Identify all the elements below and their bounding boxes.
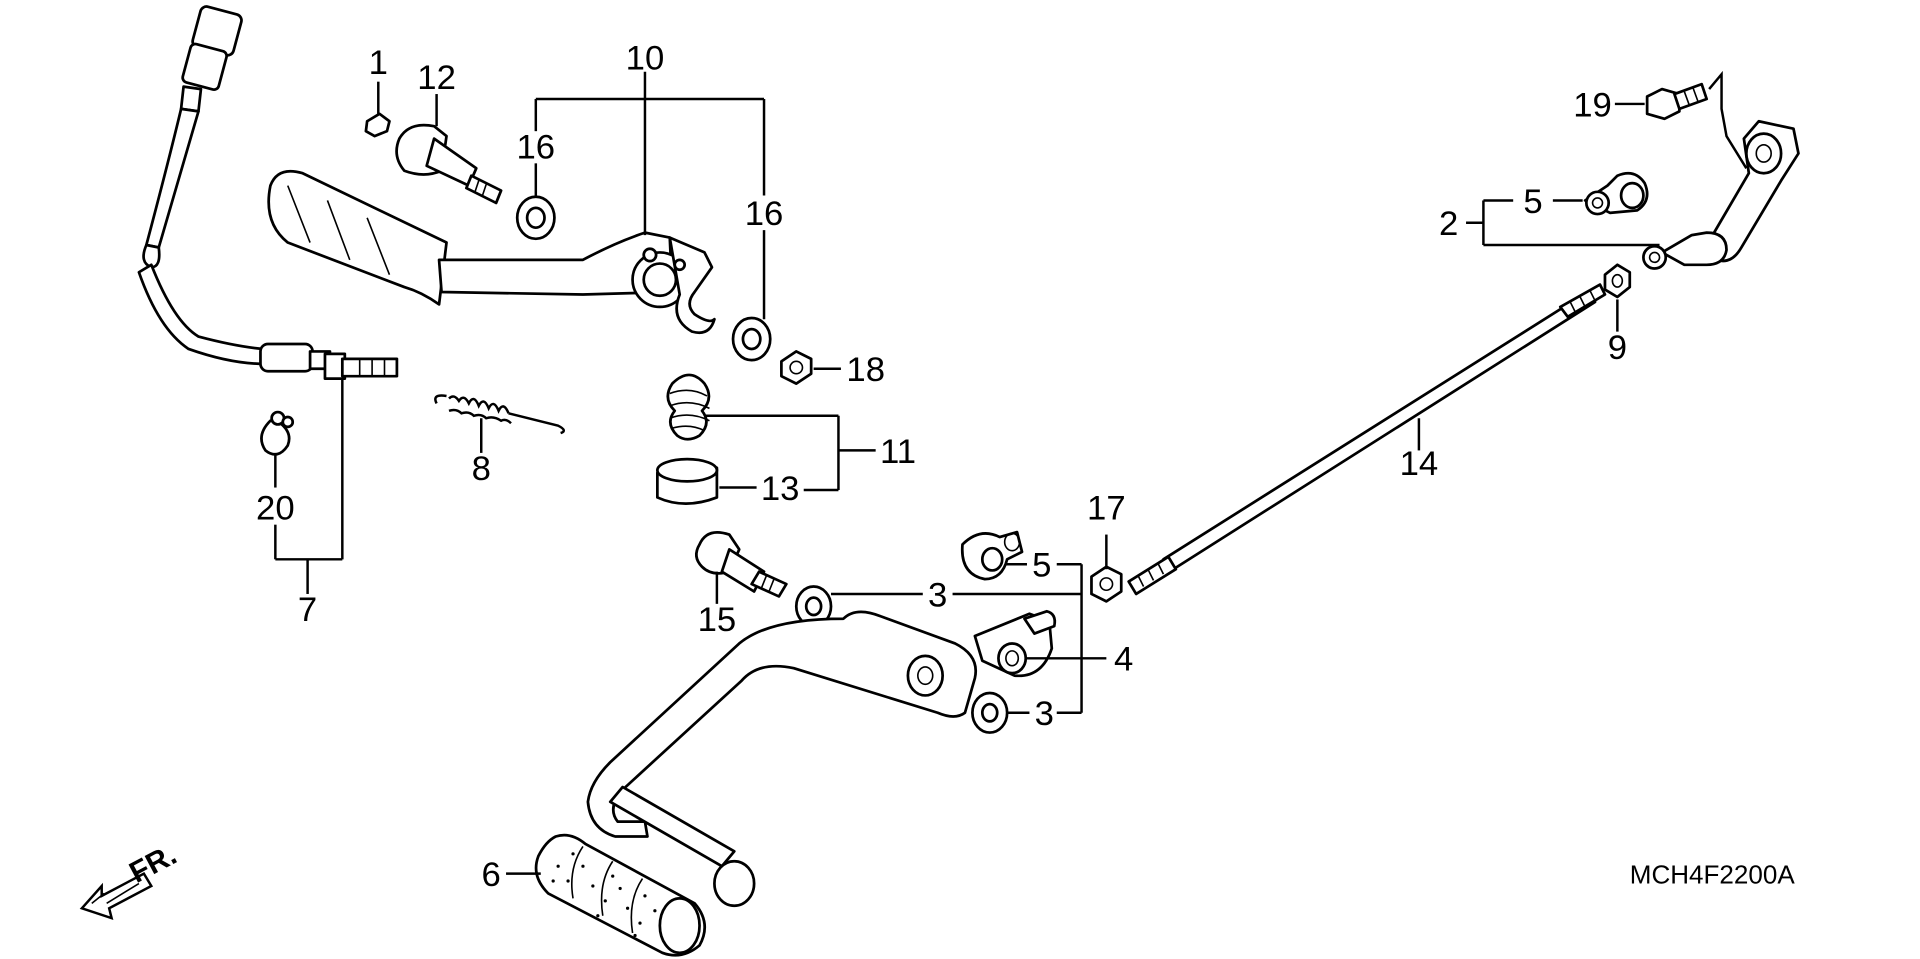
callout-11: 11 — [880, 433, 916, 471]
callout-13: 13 — [761, 470, 800, 508]
nut-17-part[interactable] — [1090, 565, 1123, 603]
rod-14-part[interactable] — [1127, 283, 1607, 596]
callout-18: 18 — [846, 351, 885, 389]
washer-3b-part[interactable] — [971, 691, 1009, 734]
nut-9-part[interactable] — [1603, 263, 1632, 299]
callout-12: 12 — [417, 59, 456, 97]
callout-labels: 1 2 3 3 4 5 5 6 7 8 9 10 11 12 13 14 15 … — [256, 39, 1627, 894]
front-arrow-icon — [79, 871, 154, 921]
spring-11-part[interactable] — [666, 373, 711, 441]
bolt-12-part[interactable] — [395, 123, 503, 205]
pedal-bracket-10-part[interactable] — [267, 169, 716, 335]
diagram-code: MCH4F2200A — [1630, 860, 1796, 890]
callout-16b: 16 — [745, 195, 784, 233]
callout-6: 6 — [482, 856, 501, 894]
callout-10: 10 — [626, 39, 665, 77]
callout-4: 4 — [1114, 641, 1133, 679]
spring-8-part[interactable] — [434, 394, 565, 435]
seal-16a-part[interactable] — [515, 195, 556, 241]
shift-arm-2-part[interactable] — [1642, 119, 1800, 270]
callout-19: 19 — [1573, 86, 1612, 124]
callout-14: 14 — [1400, 445, 1439, 483]
seal-16b-part[interactable] — [731, 316, 772, 362]
bolt-15-part[interactable] — [695, 531, 788, 598]
callout-1: 1 — [369, 44, 388, 82]
callout-20: 20 — [256, 490, 295, 528]
callout-9: 9 — [1608, 329, 1627, 367]
leader-lines — [274, 70, 1748, 875]
washer-3a-part[interactable] — [794, 585, 833, 628]
joint-4-part[interactable] — [973, 609, 1057, 678]
callout-15: 15 — [698, 601, 737, 639]
callout-17: 17 — [1087, 490, 1126, 528]
bolt-19-part[interactable] — [1645, 82, 1709, 121]
ball-joint-5b-part[interactable] — [1583, 171, 1649, 216]
callout-5b: 5 — [1523, 183, 1542, 221]
clip-part[interactable] — [260, 410, 295, 456]
callout-5a: 5 — [1032, 547, 1051, 585]
callout-3b: 3 — [1035, 695, 1054, 733]
callout-3a: 3 — [928, 576, 947, 614]
ball-joint-5a-part[interactable] — [960, 530, 1024, 581]
callout-8: 8 — [472, 450, 491, 488]
front-direction-indicator: FR. — [79, 838, 182, 921]
pedal-6-part[interactable] — [534, 610, 978, 957]
nut-1-part[interactable] — [364, 112, 391, 138]
callout-2: 2 — [1439, 205, 1458, 243]
collar-13-part[interactable] — [656, 457, 719, 505]
callout-7: 7 — [298, 591, 317, 629]
switch-cable-part[interactable] — [137, 5, 399, 381]
callout-16a: 16 — [517, 128, 556, 166]
nut-18-part[interactable] — [780, 350, 813, 385]
